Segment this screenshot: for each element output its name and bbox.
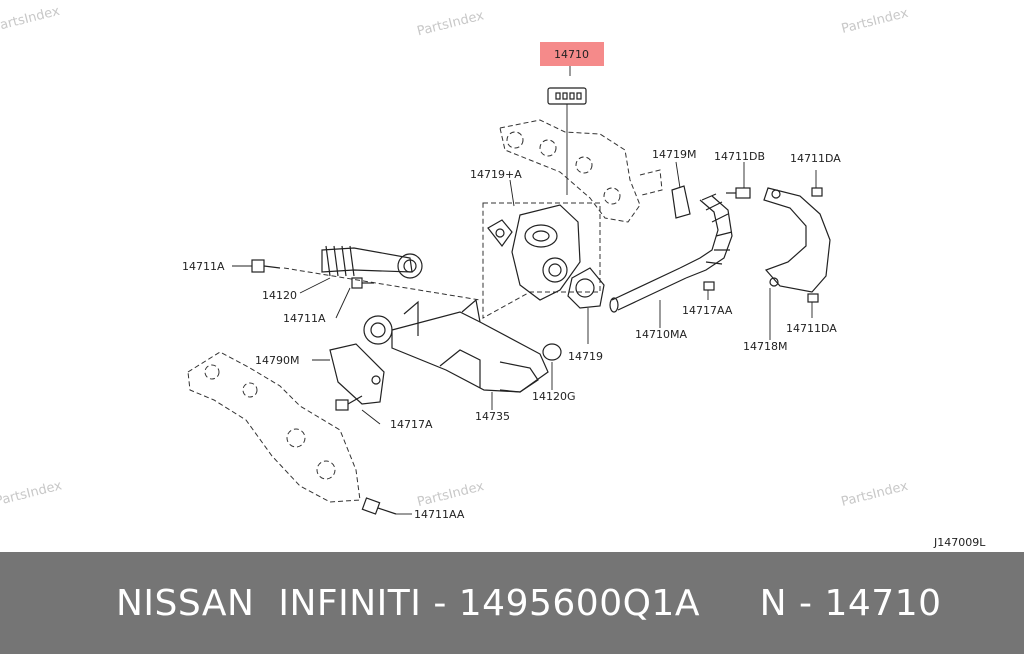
label-14710MA[interactable]: 14710MA [635,328,687,341]
bolt-14711AA[interactable] [361,497,412,515]
bolt-14711A-mid[interactable] [335,277,374,319]
label-14711DB[interactable]: 14711DB [714,150,765,163]
label-14790M[interactable]: 14790M [255,354,299,367]
label-14717AA[interactable]: 14717AA [682,304,733,317]
egr-pipe-14120[interactable] [299,245,423,294]
label-14120G[interactable]: 14120G [532,390,576,403]
label-14711DA-top[interactable]: 14711DA [790,152,841,165]
watermark-bottom-left: PartsIndex [0,478,64,509]
watermark-bottom-center: PartsIndex [416,479,486,510]
clamp-14120G[interactable] [542,343,562,390]
diagram-code: J147009L [933,536,986,549]
bolt-14717AA[interactable] [703,281,715,300]
footer-bar: NISSAN INFINITI - 1495600Q1A N - 14710 [0,552,1024,654]
label-14719M[interactable]: 14719M [652,148,696,161]
watermark-top-right: PartsIndex [840,6,910,37]
label-14717A[interactable]: 14717A [390,418,433,431]
highlighted-part-label[interactable]: 14710 [554,48,589,61]
gasket-14719[interactable] [567,267,605,344]
label-14711A-mid[interactable]: 14711A [283,312,326,325]
exhaust-manifold-lower [187,351,361,503]
heat-shield-14790M[interactable] [312,343,385,405]
egr-cooler-14735[interactable] [363,298,549,410]
connector-symbol [547,87,587,195]
label-14711AA[interactable]: 14711AA [414,508,465,521]
bolt-14711DB[interactable] [726,162,751,199]
bolt-14711DA-top[interactable] [811,170,823,197]
egr-valve-14710[interactable] [482,202,601,319]
label-14711A-left[interactable]: 14711A [182,260,225,273]
label-14719[interactable]: 14719 [568,350,603,363]
label-14735[interactable]: 14735 [475,410,510,423]
watermark-bottom-right: PartsIndex [840,479,910,510]
label-14711DA-bottom[interactable]: 14711DA [786,322,837,335]
bolt-14711A-left[interactable] [232,259,481,301]
watermark-top-left: PartsIndex [0,4,62,35]
exhaust-manifold-upper [499,119,663,223]
label-14120[interactable]: 14120 [262,289,297,302]
bracket-14718M[interactable] [763,187,831,340]
label-14719A[interactable]: 14719+A [470,168,522,181]
bolt-14717A[interactable] [335,395,381,425]
footer-part-number: NISSAN INFINITI - 1495600Q1A N - 14710 [116,582,942,624]
bolt-14711DA-bottom[interactable] [807,293,819,318]
highlight-box[interactable] [540,42,604,66]
label-14718M[interactable]: 14718M [743,340,787,353]
watermark-top-center: PartsIndex [416,8,486,39]
exploded-parts-diagram: PartsIndex PartsIndex PartsIndex PartsIn… [0,4,986,549]
